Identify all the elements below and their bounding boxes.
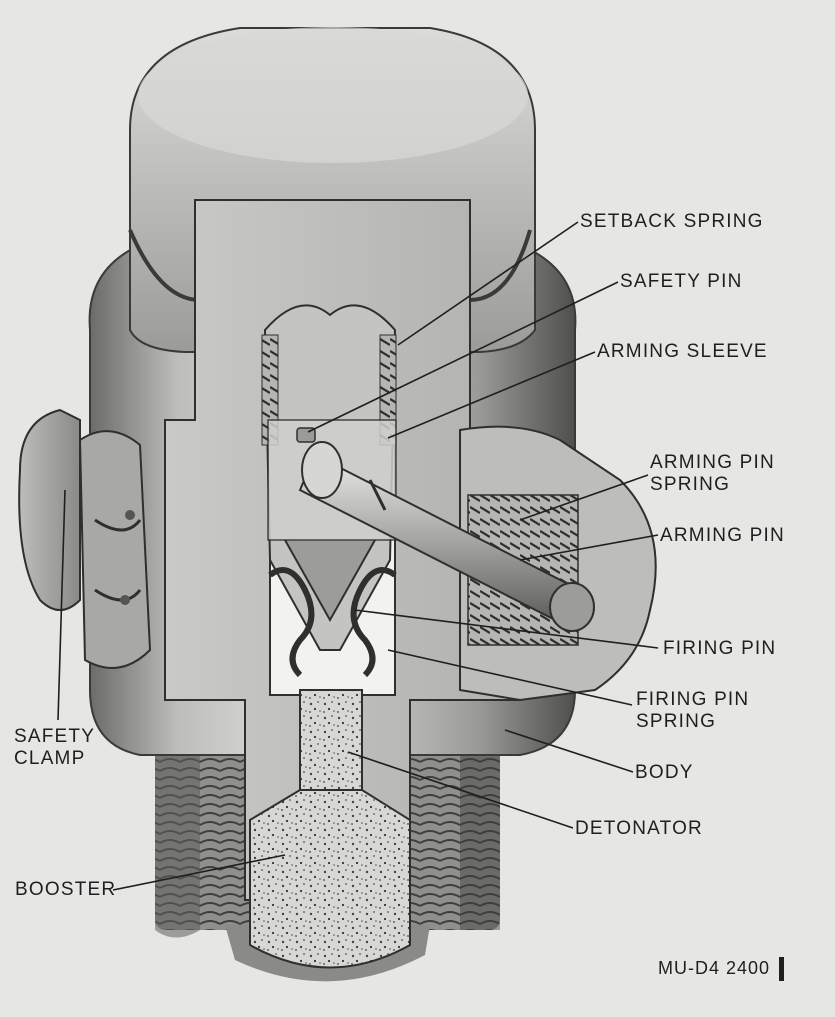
label-safety-clamp: SAFETY CLAMP [14,726,96,769]
figure-code: MU-D4 2400 [658,957,785,981]
label-firing-pin-spring: FIRING PIN SPRING [636,689,750,732]
detonator-shape [299,689,363,801]
label-setback-spring: SETBACK SPRING [580,211,764,232]
label-arming-pin-spring: ARMING PIN SPRING [650,452,775,495]
label-detonator: DETONATOR [575,818,703,839]
booster-shape [249,789,411,969]
label-body: BODY [635,762,694,783]
safety-clamp-shape [18,408,152,669]
label-arming-sleeve: ARMING SLEEVE [597,341,768,362]
arming-pin-shape [298,441,595,632]
leader-lines [57,221,659,891]
label-safety-pin: SAFETY PIN [620,271,743,292]
label-firing-pin: FIRING PIN [663,638,777,659]
figure-code-text: MU-D4 2400 [658,957,771,978]
label-arming-pin: ARMING PIN [660,525,785,546]
figure-code-bar [779,957,785,981]
label-booster: BOOSTER [15,879,117,900]
cap-face [138,27,528,163]
firing-pin-spring-shape [268,567,397,678]
